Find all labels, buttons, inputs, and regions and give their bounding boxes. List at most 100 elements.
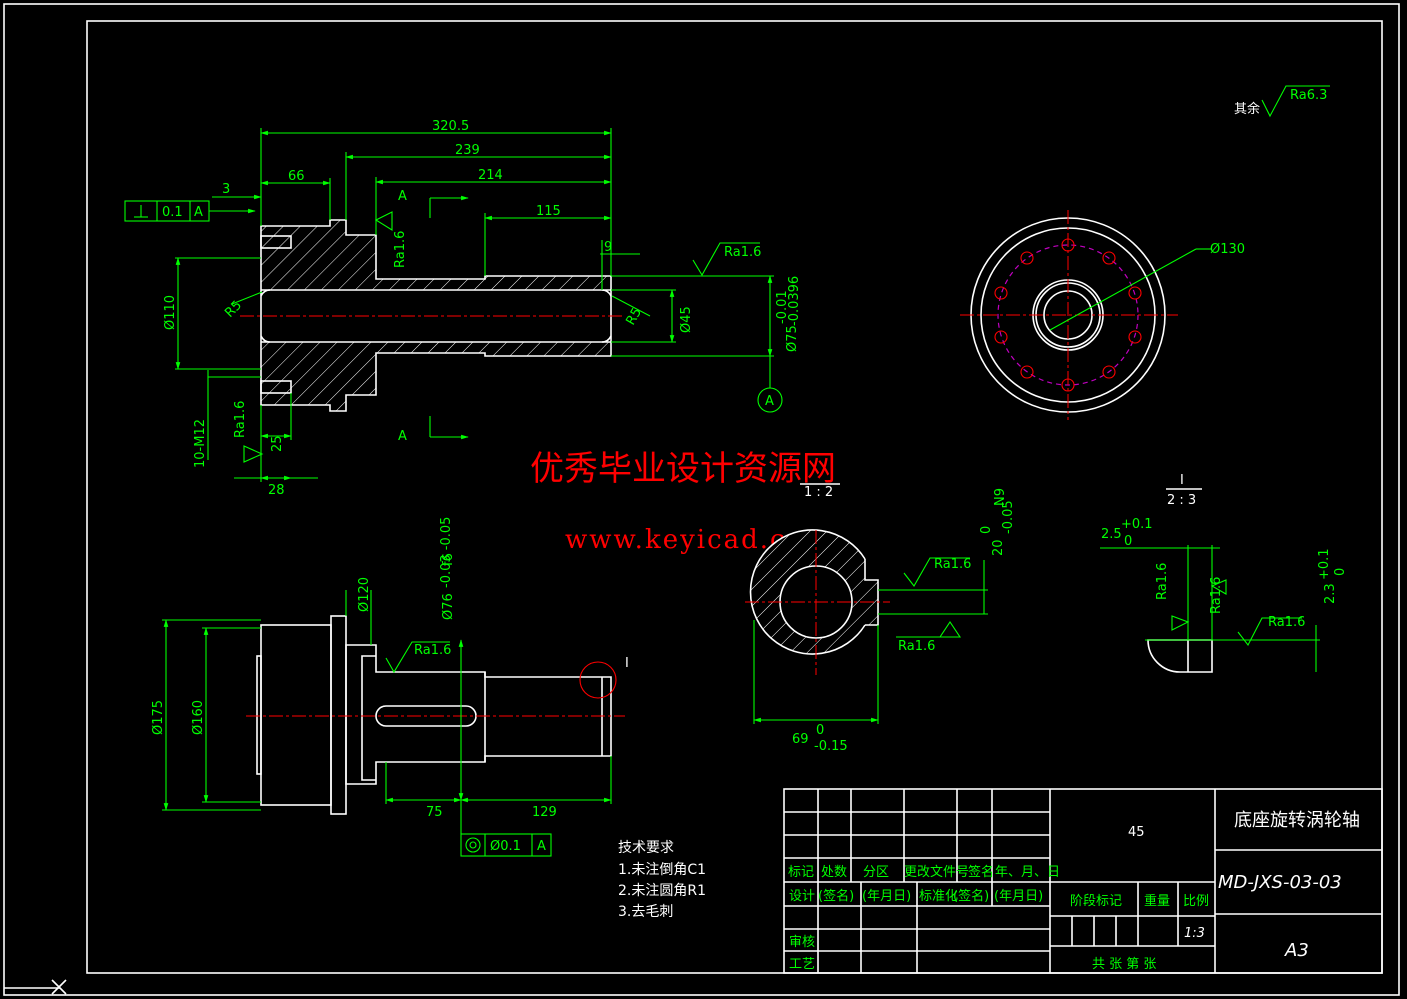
dim-69-tol-dn: -0.15 bbox=[814, 739, 848, 754]
tech-requirements: 技术要求 1.未注倒角C1 2.未注圆角R1 3.去毛刺 bbox=[618, 840, 706, 920]
roughness-other-value: Ra6.3 bbox=[1290, 88, 1327, 103]
roughness-detail-c-label: Ra1.6 bbox=[1268, 615, 1305, 630]
roughness-detail-a: Ra1.6 bbox=[1155, 563, 1190, 631]
tb-drawing-no: MD-JXS-03-03 bbox=[1218, 872, 1342, 893]
detail-i-view: I 2 : 3 2.5 +0.1 0 2.3 +0.1 0 Ra1.6 Ra1.… bbox=[1100, 473, 1348, 673]
dim-dia76-label: Ø76 bbox=[441, 593, 456, 620]
dim-115: 115 bbox=[484, 204, 612, 276]
tb-scale-label: 比例 bbox=[1183, 894, 1209, 909]
main-section-view: 320.5 239 214 115 66 3 bbox=[124, 119, 802, 498]
dim-2-3-up: +0.1 bbox=[1317, 548, 1332, 580]
dim-r5-left: R5 bbox=[222, 298, 245, 321]
tb-sign-cell: 标准化 bbox=[919, 889, 958, 904]
perpendicularity-frame: 0.1 A bbox=[124, 200, 256, 222]
detail-i-scale-den: 2 : 3 bbox=[1167, 493, 1196, 508]
perp-datum: A bbox=[194, 205, 203, 220]
watermark-title: 优秀毕业设计资源网 bbox=[530, 449, 836, 489]
perp-value: 0.1 bbox=[162, 205, 183, 220]
dim-239: 239 bbox=[345, 143, 612, 220]
roughness-bottom-label: Ra1.6 bbox=[233, 401, 248, 438]
tb-sheet-size: A3 bbox=[1284, 940, 1309, 961]
dim-320-5-label: 320.5 bbox=[432, 119, 469, 134]
coax-datum: A bbox=[537, 839, 546, 854]
dim-dia160-label: Ø160 bbox=[191, 700, 206, 735]
dim-214: 214 bbox=[375, 168, 612, 235]
dim-dia45-label: Ø45 bbox=[679, 306, 694, 333]
dim-69: 69 0 -0.15 bbox=[753, 620, 879, 754]
dim-thread-label: 10-M12 bbox=[193, 419, 208, 468]
tb-header-cell: 处数 bbox=[821, 865, 847, 880]
dim-keyway-fit: N9 bbox=[993, 488, 1008, 506]
roughness-right-label: Ra1.6 bbox=[724, 245, 761, 260]
section-marker-bottom: A bbox=[398, 416, 469, 444]
dim-2-3-dn: 0 bbox=[1333, 568, 1348, 576]
roughness-side: Ra1.6 bbox=[385, 641, 451, 674]
dim-69-tol-up: 0 bbox=[816, 723, 824, 738]
dim-dia75-tol-dn: -0.0396 bbox=[787, 276, 802, 326]
tb-sign-cell: 设计 bbox=[789, 889, 815, 904]
dim-r5-right: R5 bbox=[623, 306, 645, 328]
roughness-step: Ra1.6 bbox=[374, 211, 408, 268]
roughness-keyway-bottom-label: Ra1.6 bbox=[898, 639, 935, 654]
tb-material: 45 bbox=[1128, 825, 1145, 840]
datum-a-circle: A bbox=[765, 394, 774, 409]
roughness-step-label: Ra1.6 bbox=[393, 231, 408, 268]
dim-66-label: 66 bbox=[288, 169, 305, 184]
dim-keyway: 20 0 -0.05 N9 bbox=[878, 488, 1016, 615]
dim-dia175: Ø175 bbox=[151, 619, 261, 811]
dim-2-5: 2.5 +0.1 0 bbox=[1100, 517, 1220, 549]
dim-dia175-label: Ø175 bbox=[151, 700, 166, 735]
end-view: Ø130 bbox=[960, 210, 1245, 420]
roughness-detail-a-label: Ra1.6 bbox=[1155, 563, 1170, 600]
ucs-icon bbox=[4, 979, 67, 995]
roughness-keyway-bottom: Ra1.6 bbox=[896, 621, 962, 654]
dim-dia76: Ø76 -0.03 -0.05 f6 bbox=[439, 517, 464, 801]
tb-header-cell: 分区 bbox=[863, 865, 889, 880]
tb-header-cell: 更改文件号 bbox=[904, 865, 969, 880]
dim-2-3: 2.3 +0.1 0 bbox=[1315, 548, 1348, 672]
tb-sheets-label: 共 张 第 张 bbox=[1092, 957, 1156, 972]
tb-weight-label: 重量 bbox=[1144, 893, 1170, 909]
dim-129: 129 bbox=[460, 756, 612, 820]
roughness-bottom: Ra1.6 bbox=[233, 401, 264, 463]
tech-req-item: 2.未注圆角R1 bbox=[618, 883, 706, 899]
tb-header-cell: 签名 bbox=[968, 864, 994, 880]
title-block: 45 底座旋转涡轮轴 MD-JXS-03-03 A3 标记 处数 分区 更改文件… bbox=[783, 788, 1383, 974]
tb-process-label: 工艺 bbox=[789, 957, 815, 972]
dim-25-label: 25 bbox=[270, 435, 285, 452]
dim-dia120-label: Ø120 bbox=[357, 577, 372, 612]
dim-2-5-label: 2.5 bbox=[1101, 527, 1122, 542]
dim-75: 75 bbox=[385, 762, 462, 820]
dim-25: 25 bbox=[260, 393, 292, 482]
dim-28-label: 28 bbox=[268, 483, 285, 498]
general-roughness-symbol: 其余 Ra6.3 bbox=[1234, 85, 1330, 118]
dim-239-label: 239 bbox=[455, 143, 480, 158]
drawing-frame bbox=[86, 20, 1383, 974]
detail-mark-i: I bbox=[625, 656, 629, 671]
tb-sign-cell: (签名) bbox=[953, 888, 989, 904]
roughness-other-prefix: 其余 bbox=[1234, 101, 1260, 117]
tb-review-label: 审核 bbox=[789, 935, 815, 950]
tech-req-item: 1.未注倒角C1 bbox=[618, 862, 706, 878]
dim-pcd: Ø130 bbox=[1049, 242, 1245, 331]
dim-dia76-fit: f6 bbox=[441, 553, 456, 566]
dim-keyway-tol-dn: -0.05 bbox=[1001, 500, 1016, 534]
dim-2-5-dn: 0 bbox=[1124, 534, 1132, 549]
dim-214-label: 214 bbox=[478, 168, 503, 183]
dim-keyway-tol-up: 0 bbox=[979, 526, 994, 534]
side-view: I Ø175 Ø160 Ø120 Ø76 -0.03 -0.05 f6 Ra1.… bbox=[151, 517, 629, 857]
dim-dia110-label: Ø110 bbox=[163, 295, 178, 330]
dim-2-3-label: 2.3 bbox=[1323, 583, 1338, 604]
outer-sheet-border bbox=[3, 3, 1400, 996]
dim-dia75-tol-up: -0.01 bbox=[775, 290, 790, 324]
dim-dia75: Ø75 -0.01 -0.0396 A bbox=[611, 275, 802, 413]
roughness-side-label: Ra1.6 bbox=[414, 643, 451, 658]
section-marker-bottom-label: A bbox=[398, 429, 407, 444]
roughness-detail-b-label: Ra1.6 bbox=[1209, 577, 1224, 614]
tb-sign-cell: (签名) bbox=[818, 888, 854, 904]
dim-dia45: Ø45 bbox=[611, 289, 694, 343]
tech-req-item: 3.去毛刺 bbox=[618, 904, 673, 920]
dim-28: 28 bbox=[234, 475, 318, 498]
dim-pcd-label: Ø130 bbox=[1210, 242, 1245, 257]
